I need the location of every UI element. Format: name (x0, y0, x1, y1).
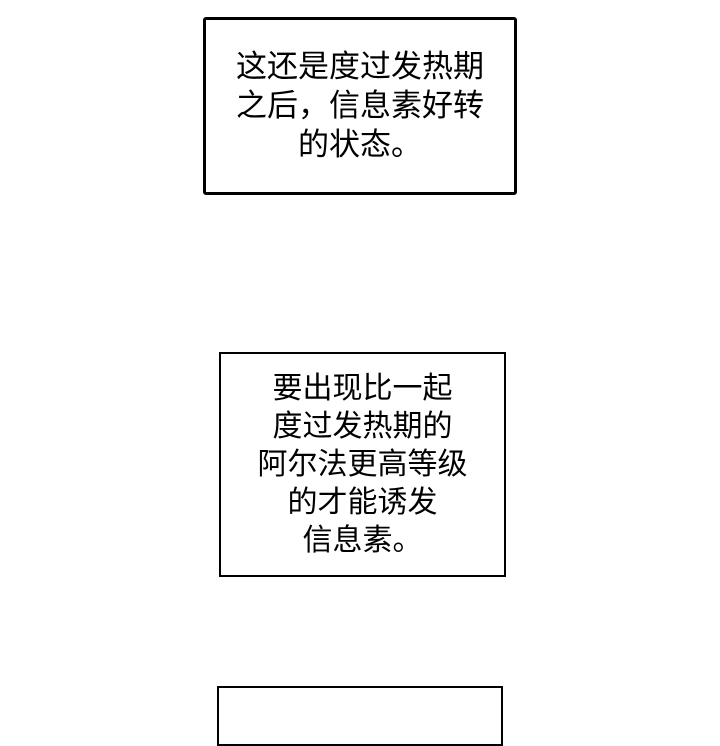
narration-box-1: 这还是度过发热期 之后，信息素好转 的状态。 (203, 17, 517, 195)
narration-line: 要出现比一起 (272, 370, 453, 406)
narration-line: 之后，信息素好转 (236, 87, 484, 124)
narration-line: 的状态。 (298, 126, 422, 163)
narration-line: 的才能诱发 (287, 484, 438, 520)
narration-line: 这还是度过发热期 (236, 48, 484, 85)
narration-box-3-partial (217, 686, 503, 746)
narration-line: 度过发热期的 (272, 408, 453, 444)
narration-box-2: 要出现比一起 度过发热期的 阿尔法更高等级 的才能诱发 信息素。 (219, 352, 506, 577)
narration-line: 信息素。 (302, 522, 423, 558)
narration-line: 阿尔法更高等级 (257, 446, 468, 482)
